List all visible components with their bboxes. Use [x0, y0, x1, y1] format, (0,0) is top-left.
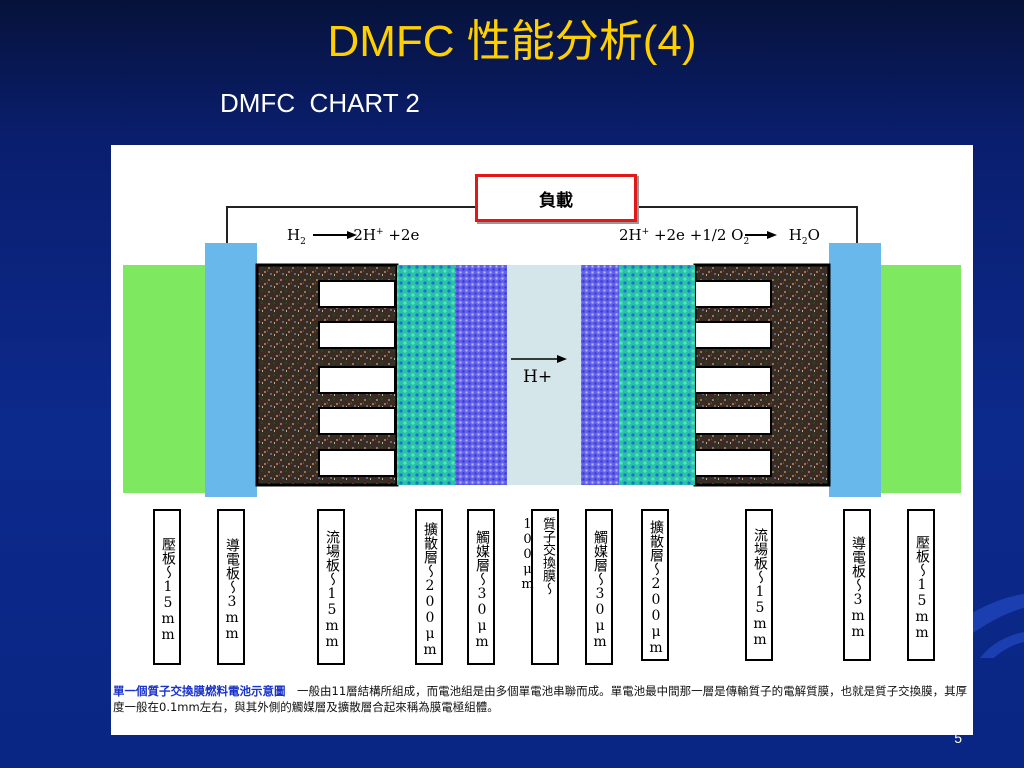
layer-label-diffusion-layer-right: 擴散層～200μm [641, 509, 669, 661]
anode-reactant-subscript: 2 [300, 237, 306, 247]
layer-label-flow-field-plate-left: 流場板～15mm [317, 509, 345, 665]
cathode-reaction: 2H+ +2e +1/2 O2 H2O [619, 226, 820, 247]
cathode-rhs-tail: O [807, 226, 820, 244]
cathode-lhs: 2H [619, 226, 642, 244]
caption-title: 單一個質子交換膜燃料電池示意圖 [113, 684, 286, 698]
proton-arrow [511, 355, 567, 363]
layer-label-diffusion-layer-left: 擴散層～200μm [415, 509, 443, 665]
catalyst-layer-right [581, 265, 619, 485]
cathode-rhs-subscript: 2 [801, 237, 808, 247]
press-plate-right [881, 265, 961, 493]
flow-channels-left [318, 280, 396, 477]
layer-label-conductive-plate-left: 導電板～3mm [217, 509, 245, 665]
cathode-lhs-mid: +2e +1/2 O [649, 226, 744, 244]
anode-products-superscript: + [376, 227, 384, 237]
load-box: 負載 [475, 174, 637, 222]
cathode-reaction-arrow [745, 231, 777, 239]
catalyst-layer-left [455, 265, 507, 485]
cathode-rhs: H [788, 226, 802, 244]
layer-label-flow-field-plate-right: 流場板～15mm [745, 509, 773, 661]
diagram-graphics [123, 206, 961, 497]
anode-reactant: H [287, 226, 301, 244]
anode-reaction-arrow [313, 231, 357, 239]
caption-body: 一般由11層結構所組成，而電池組是由多個單電池串聯而成。單電池最中間那一層是傳輸… [113, 684, 968, 714]
cathode-lhs-subscript: 2 [743, 237, 750, 247]
layer-label-press-plate-left: 壓板～15mm [153, 509, 181, 665]
conductive-plate-right [829, 243, 881, 497]
layer-label-conductive-plate-right: 導電板～3mm [843, 509, 871, 661]
layer-label-catalyst-layer-right: 觸媒層～30μm [585, 509, 613, 665]
cathode-lhs-superscript: + [641, 227, 650, 237]
fuel-cell-diagram: 負載 H2 2H+ +2e 2H+ +2e +1/2 O2 H2O H+ 壓板～… [111, 145, 973, 735]
layer-label-catalyst-layer-left: 觸媒層～30μm [467, 509, 495, 665]
figure-caption: 單一個質子交換膜燃料電池示意圖 一般由11層結構所組成，而電池組是由多個單電池串… [113, 683, 971, 715]
slide-title: DMFC 性能分析(4) [327, 17, 697, 66]
diffusion-layer-right [619, 265, 695, 485]
press-plate-left [123, 265, 205, 493]
anode-products: 2H [353, 226, 377, 244]
proton-exchange-membrane [507, 265, 581, 485]
anode-reaction: H2 2H+ +2e [287, 226, 419, 247]
layer-label-membrane: 質子交換膜～100μm [520, 509, 559, 665]
slide-subtitle: DMFC CHART 2 [220, 88, 420, 118]
flow-channels-right [694, 280, 772, 477]
diffusion-layer-left [397, 265, 455, 485]
page-number: 5 [954, 730, 962, 746]
anode-products-tail: +2e [383, 226, 420, 244]
proton-label: H+ [523, 367, 553, 387]
layer-label-press-plate-right: 壓板～15mm [907, 509, 935, 661]
conductive-plate-left [205, 243, 257, 497]
